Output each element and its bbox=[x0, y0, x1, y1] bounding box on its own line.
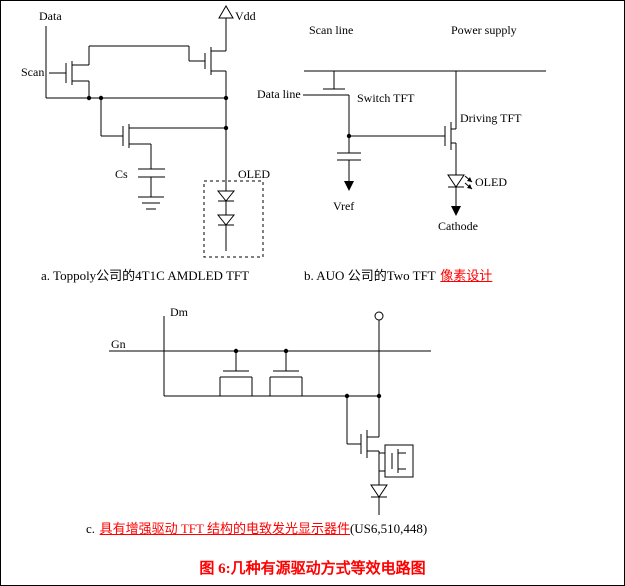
oled-dashed-box bbox=[203, 180, 264, 258]
output-terminal-icon bbox=[374, 311, 384, 321]
oled-label: OLED bbox=[238, 167, 270, 181]
transistor-symbol bbox=[347, 430, 379, 458]
diode-symbol bbox=[370, 484, 388, 515]
capacitor-symbol bbox=[138, 168, 165, 178]
circuit-b-caption-link[interactable]: 像素设计 bbox=[440, 268, 493, 283]
circuit-c-caption-text: c. bbox=[86, 521, 96, 536]
transistor-symbol bbox=[269, 370, 303, 396]
transistor-symbol bbox=[303, 88, 349, 96]
down-arrow-icon bbox=[451, 206, 461, 216]
cs-label: Cs bbox=[115, 167, 128, 181]
scan-line-label: Scan line bbox=[309, 23, 354, 37]
data-label: Data bbox=[39, 9, 62, 23]
figure-caption: 图 6:几种有源驱动方式等效电路图 bbox=[199, 561, 426, 577]
scan-label: Scan bbox=[21, 65, 45, 79]
circuit-a-schematic bbox=[45, 5, 264, 258]
circuit-a-caption: a. Toppoly公司的4T1C AMDLED TFT bbox=[41, 268, 250, 283]
vdd-label: Vdd bbox=[235, 9, 256, 23]
transistor-symbol bbox=[189, 47, 226, 75]
vdd-triangle-icon bbox=[218, 5, 234, 19]
transistor-symbol bbox=[101, 124, 226, 148]
circuit-c-schematic bbox=[109, 311, 431, 515]
oled-diode-symbol bbox=[216, 181, 236, 251]
circuit-b-schematic bbox=[303, 70, 546, 216]
dm-label: Dm bbox=[170, 305, 188, 319]
oled-diode-symbol bbox=[447, 174, 473, 190]
down-arrow-icon bbox=[344, 181, 354, 191]
transistor-symbol bbox=[219, 370, 253, 396]
switch-tft-label: Switch TFT bbox=[357, 91, 415, 105]
circuit-c-caption: c.具有增强驱动 TFT 结构的电致发光显示器件(US6,510,448) bbox=[86, 518, 427, 537]
vref-label: Vref bbox=[333, 199, 355, 213]
capacitor-symbol bbox=[337, 152, 361, 161]
boxed-transistor-symbol bbox=[379, 444, 414, 478]
driving-tft-label: Driving TFT bbox=[460, 111, 522, 125]
ground-symbol bbox=[138, 196, 164, 210]
circuit-c-caption-patent: (US6,510,448) bbox=[349, 521, 428, 536]
transistor-symbol bbox=[441, 122, 456, 150]
gn-label: Gn bbox=[111, 337, 126, 351]
cathode-label: Cathode bbox=[438, 219, 478, 233]
power-supply-label: Power supply bbox=[451, 23, 517, 37]
circuit-b-caption: b. AUO 公司的Two TFT 像素设计 bbox=[304, 265, 492, 284]
oled-label: OLED bbox=[475, 175, 507, 189]
transistor-symbol bbox=[49, 61, 89, 85]
data-line-label: Data line bbox=[257, 87, 301, 101]
circuit-c-caption-link[interactable]: 具有增强驱动 TFT 结构的电致发光显示器件 bbox=[99, 521, 350, 536]
circuit-b-caption-text: b. AUO 公司的Two TFT bbox=[304, 268, 436, 283]
